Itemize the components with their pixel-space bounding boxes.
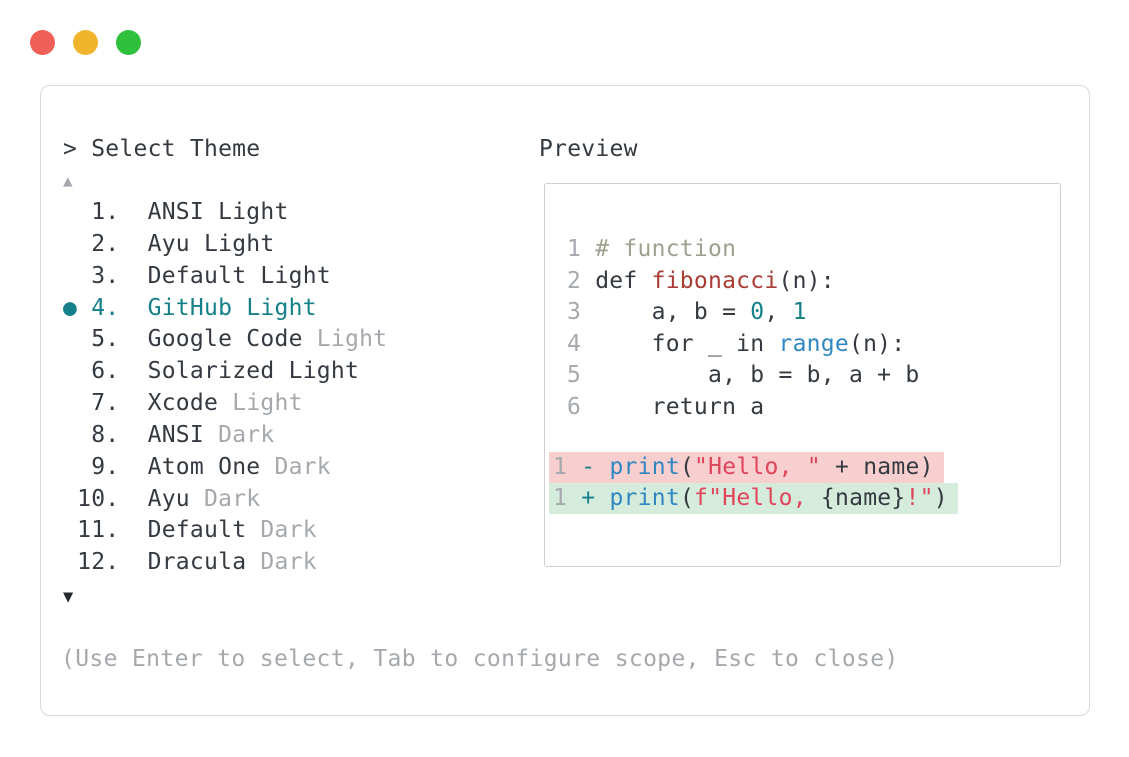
theme-variant: Light bbox=[232, 390, 303, 417]
bullet-space bbox=[63, 231, 77, 257]
theme-option-ansi-dark[interactable]: 8. ANSI Dark bbox=[63, 420, 387, 452]
bullet-space bbox=[63, 486, 77, 512]
theme-variant: Light bbox=[260, 262, 331, 289]
theme-variant: Dark bbox=[204, 485, 261, 512]
theme-name: Dracula bbox=[147, 549, 247, 576]
theme-option-default-dark[interactable]: 11. Default Dark bbox=[63, 515, 387, 547]
theme-number: 5. bbox=[77, 326, 120, 353]
code-line: 1 # function bbox=[567, 236, 737, 262]
theme-variant: Light bbox=[288, 358, 360, 385]
bullet-space bbox=[63, 326, 77, 352]
line-number: 1 bbox=[553, 485, 568, 511]
theme-list: 1. ANSI Light 2. Ayu Light 3. Default Li… bbox=[63, 197, 387, 579]
theme-name: Default bbox=[147, 262, 247, 289]
line-number: 2 bbox=[567, 267, 596, 294]
diff-line-added: 1 + print(f"Hello, {name}!") bbox=[549, 483, 958, 514]
theme-name: ANSI bbox=[147, 421, 204, 448]
theme-select-prompt: > Select Theme bbox=[63, 136, 261, 162]
theme-name: Atom One bbox=[147, 453, 261, 480]
theme-number: 12. bbox=[77, 549, 120, 576]
theme-variant: Dark bbox=[260, 517, 317, 544]
minimize-button[interactable] bbox=[73, 30, 98, 55]
line-number: 1 bbox=[567, 236, 596, 262]
bullet-space bbox=[63, 549, 77, 575]
theme-variant: Light bbox=[218, 199, 289, 225]
theme-name: Xcode bbox=[147, 390, 219, 417]
theme-number: 11. bbox=[77, 517, 120, 544]
preview-title: Preview bbox=[539, 136, 638, 162]
theme-number: 4. bbox=[77, 294, 120, 321]
bullet-space bbox=[63, 199, 77, 225]
theme-option-atom-one-dark[interactable]: 9. Atom One Dark bbox=[63, 452, 387, 484]
terminal-window: > Select Theme ▲ 1. ANSI Light 2. Ayu Li… bbox=[40, 85, 1090, 716]
maximize-button[interactable] bbox=[116, 30, 141, 55]
selected-bullet-icon: ● bbox=[63, 294, 78, 321]
preview-pane: 1 # function 2 def fibonacci(n): 3 a, b = … bbox=[544, 183, 1061, 567]
theme-option-github-light[interactable]: ● 4. GitHub Light bbox=[63, 293, 387, 325]
theme-name: GitHub bbox=[147, 294, 233, 321]
theme-variant: Light bbox=[204, 230, 275, 257]
theme-option-ayu-dark[interactable]: 10. Ayu Dark bbox=[63, 484, 387, 516]
window-controls bbox=[30, 30, 141, 55]
theme-option-ansi-light[interactable]: 1. ANSI Light bbox=[63, 197, 387, 229]
bullet-space bbox=[63, 454, 77, 480]
theme-variant: Light bbox=[246, 294, 317, 321]
theme-number: 6. bbox=[77, 358, 120, 385]
theme-option-google-code-light[interactable]: 5. Google Code Light bbox=[63, 324, 387, 356]
theme-option-solarized-light[interactable]: 6. Solarized Light bbox=[63, 356, 387, 388]
line-number: 4 bbox=[567, 330, 596, 357]
bullet-space bbox=[63, 517, 77, 543]
theme-variant: Dark bbox=[274, 453, 331, 480]
line-number: 3 bbox=[567, 299, 596, 325]
theme-number: 2. bbox=[77, 230, 120, 257]
theme-name: Ayu bbox=[147, 230, 190, 257]
theme-variant: Light bbox=[316, 326, 388, 353]
scroll-up-indicator[interactable]: ▲ bbox=[63, 171, 73, 190]
plus-sign: + bbox=[581, 485, 596, 511]
bullet-space bbox=[63, 358, 77, 384]
theme-name: ANSI bbox=[147, 199, 204, 225]
bullet-space bbox=[63, 263, 77, 289]
code-line: 2 def fibonacci(n): bbox=[567, 267, 835, 294]
theme-name: Ayu bbox=[147, 485, 190, 512]
theme-number: 10. bbox=[77, 485, 120, 512]
theme-option-default-light[interactable]: 3. Default Light bbox=[63, 261, 387, 293]
code-line: 4 for _ in range(n): bbox=[567, 330, 906, 357]
theme-number: 7. bbox=[77, 390, 120, 417]
theme-option-ayu-light[interactable]: 2. Ayu Light bbox=[63, 229, 387, 261]
theme-option-xcode-light[interactable]: 7. Xcode Light bbox=[63, 388, 387, 420]
keyboard-hint: (Use Enter to select, Tab to configure s… bbox=[61, 646, 899, 672]
code-line: 6 return a bbox=[567, 393, 765, 420]
theme-number: 8. bbox=[77, 421, 120, 448]
minus-sign: - bbox=[581, 454, 596, 480]
theme-name: Google Code bbox=[147, 326, 303, 353]
scroll-down-indicator[interactable]: ▼ bbox=[63, 587, 74, 607]
theme-number: 1. bbox=[77, 199, 120, 225]
line-number: 6 bbox=[567, 393, 596, 420]
theme-name: Solarized bbox=[147, 358, 275, 385]
diff-sample: 1 - print("Hello, " + name)1 + print(f"H… bbox=[549, 452, 958, 514]
theme-option-dracula-dark[interactable]: 12. Dracula Dark bbox=[63, 547, 387, 579]
line-number: 1 bbox=[553, 454, 568, 480]
code-sample: 1 # function 2 def fibonacci(n): 3 a, b = … bbox=[567, 234, 919, 423]
diff-line-removed: 1 - print("Hello, " + name) bbox=[549, 452, 944, 483]
theme-variant: Dark bbox=[218, 421, 275, 448]
code-line: 5 a, b = b, a + b bbox=[567, 362, 920, 388]
code-line: 3 a, b = 0, 1 bbox=[567, 299, 807, 325]
close-button[interactable] bbox=[30, 30, 55, 55]
theme-name: Default bbox=[147, 517, 247, 544]
theme-variant: Dark bbox=[260, 549, 317, 576]
theme-number: 3. bbox=[77, 262, 120, 289]
line-number: 5 bbox=[567, 362, 596, 388]
bullet-space bbox=[63, 422, 77, 448]
theme-number: 9. bbox=[77, 453, 120, 480]
bullet-space bbox=[63, 390, 77, 416]
